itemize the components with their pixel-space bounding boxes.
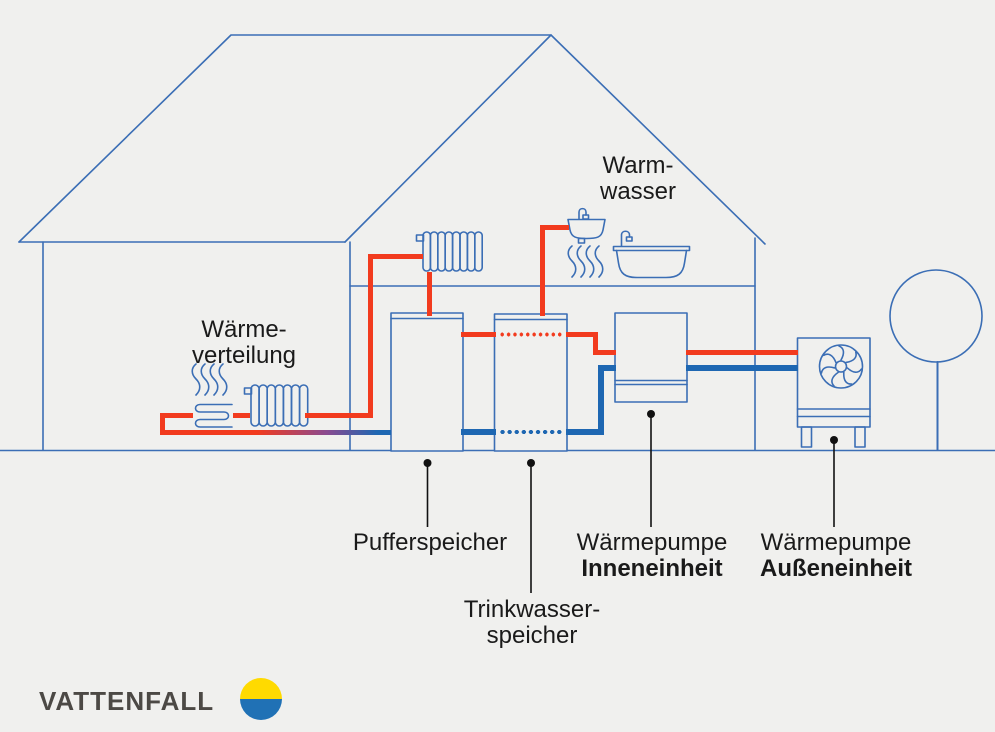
label-line: wasser	[599, 178, 677, 205]
label-hot-water: Warm- wasser	[600, 153, 676, 205]
label-heat-distribution: Wärme- verteilung	[192, 317, 296, 369]
steam-waves-icon-underfloor	[191, 363, 228, 396]
label-line: verteilung	[191, 342, 297, 369]
pipe-hot-buffer-to-dhw	[461, 331, 496, 337]
pipe-cold-corner-v	[598, 365, 604, 435]
pipe-hot-left-loop	[160, 412, 165, 435]
pipe-hot-sink-riser	[540, 225, 545, 316]
vattenfall-logo-mark	[240, 678, 282, 720]
bathtub-icon	[612, 230, 691, 279]
pipe-hot-ground-supply-left	[160, 412, 193, 418]
house-outline	[0, 34, 995, 452]
radiator-icon-ground	[243, 384, 309, 427]
dhw-tank-cold-coil-dots	[499, 429, 563, 435]
vattenfall-wordmark: VATTENFALL	[39, 686, 215, 716]
underfloor-heating-coil-icon	[194, 403, 233, 428]
label-heat-pump-outdoor: Wärmepumpe Außeneinheit	[760, 530, 912, 582]
pipe-cold-dhw-to-corner	[566, 429, 604, 435]
dhw-tank	[493, 313, 568, 452]
pipe-hot-ground-supply-dash	[233, 412, 250, 418]
label-dhw-tank: Trinkwasser- speicher	[464, 597, 600, 649]
label-line: Trinkwasser-	[463, 596, 601, 623]
pipe-hot-sink-h	[540, 224, 569, 230]
washbasin-icon	[567, 207, 606, 244]
pipe-hot-upper-radiator-h	[368, 254, 423, 259]
pipe-return-gradient	[160, 430, 391, 435]
heat-pump-indoor-unit	[614, 312, 688, 403]
label-line: Wärmepumpe	[576, 529, 728, 556]
buffer-tank	[390, 312, 464, 452]
roof-outline	[18, 34, 766, 245]
pipe-cold-buffer-to-dhw	[461, 429, 496, 435]
label-line: Warm-	[602, 152, 674, 179]
label-line: speicher	[486, 622, 578, 649]
label-line: Pufferspeicher	[352, 529, 508, 556]
tree-icon	[889, 269, 983, 451]
dhw-tank-hot-coil-dots	[499, 331, 563, 337]
label-line-bold: Außeneinheit	[759, 555, 913, 582]
pipe-hot-dhw-to-corner	[566, 331, 598, 337]
label-line-bold: Inneneinheit	[581, 555, 723, 582]
pipe-hot-riser	[368, 254, 373, 418]
pipe-hot-corner-v	[593, 331, 598, 355]
radiator-icon-upper	[415, 231, 483, 272]
pipe-cold-to-indoor-unit	[598, 365, 616, 371]
label-heat-pump-indoor: Wärmepumpe Inneneinheit	[577, 530, 728, 582]
pipe-cold-indoor-to-outdoor	[686, 365, 798, 371]
pipe-hot-indoor-to-outdoor	[686, 350, 798, 355]
pipe-hot-ground-supply	[305, 412, 373, 418]
steam-waves-icon-washbasin	[567, 245, 604, 278]
gable-left-slope	[344, 34, 552, 243]
fan-icon	[818, 344, 864, 389]
label-line: Wärmepumpe	[760, 529, 912, 556]
leader-lines	[423, 410, 838, 593]
label-line: Wärme-	[201, 316, 287, 343]
pipe-hot-radiator-to-buffer	[427, 272, 432, 316]
label-buffer-tank: Pufferspeicher	[353, 530, 507, 556]
pipe-hot-to-indoor-unit	[593, 350, 616, 355]
